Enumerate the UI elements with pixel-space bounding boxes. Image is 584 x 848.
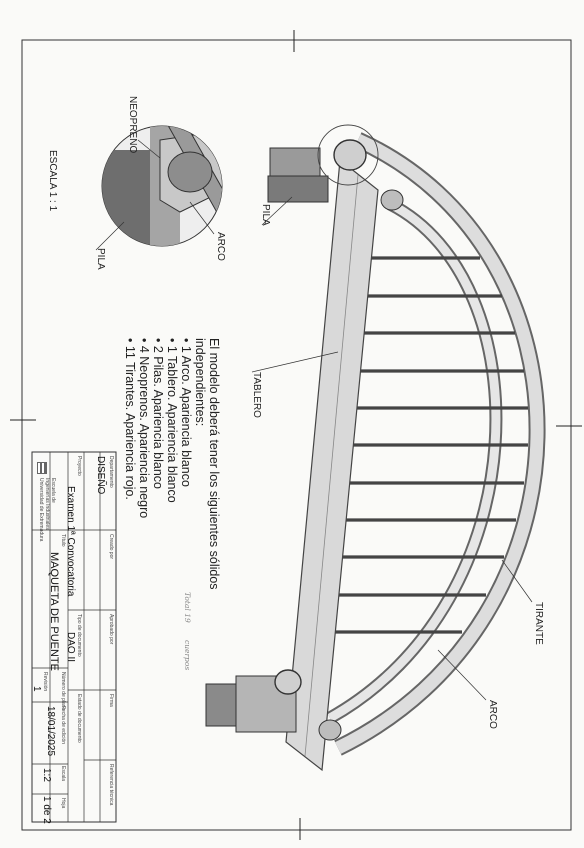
hoja-label: Hoja bbox=[60, 798, 66, 809]
sheet-border bbox=[21, 39, 572, 831]
notes-intro-2: independientes: bbox=[193, 338, 207, 427]
handwritten-note-1: Total 19 bbox=[183, 592, 192, 623]
tirantes bbox=[313, 256, 528, 634]
detail-view bbox=[95, 125, 223, 251]
tipo-documento-value: DAO II bbox=[65, 632, 76, 663]
logo-text-2: Ingenierías Industriales bbox=[44, 478, 50, 530]
numero-dibujo-label: Número de plano bbox=[60, 672, 66, 711]
label-arco: ARCO bbox=[487, 700, 498, 729]
creado-por-label: Creado por bbox=[108, 534, 114, 560]
firma-label: Firma bbox=[108, 694, 114, 707]
pila-bottom bbox=[205, 669, 342, 741]
label-pila: PILA bbox=[260, 204, 271, 226]
notes-item: • 1 Arco. Apariencia blanco bbox=[179, 338, 193, 487]
title-block bbox=[31, 451, 117, 823]
revision-label: Revisión bbox=[42, 672, 48, 692]
notes-item: • 11 Tirantes. Apariencia rojo. bbox=[123, 338, 137, 500]
label-neopreno: NEOPRENO bbox=[127, 96, 138, 154]
tipo-documento-label: Tipo de documento bbox=[76, 614, 82, 657]
hoja-value: 1 de 2 bbox=[41, 796, 52, 824]
notes-intro-1: El modelo deberá tener los siguientes só… bbox=[207, 338, 221, 590]
pila-top bbox=[267, 124, 404, 211]
label-tirante: TIRANTE bbox=[533, 602, 544, 645]
uex-logo-icon bbox=[37, 462, 47, 474]
label-pila-detail: PILA bbox=[95, 248, 106, 270]
fecha-value: 18/01/2025 bbox=[45, 706, 56, 757]
escala-label: Escala bbox=[60, 766, 66, 782]
proyecto-value: Examen 1ª Convocatoria bbox=[65, 486, 76, 597]
fecha-label: Fecha de edición bbox=[60, 706, 66, 745]
escala-value: 1:2 bbox=[41, 768, 52, 782]
label-tablero: TABLERO bbox=[251, 372, 262, 418]
titulo-label: Título bbox=[60, 534, 66, 547]
estado-label: Estado de documento bbox=[76, 694, 82, 743]
logo-text-3: Universidad de Extremadura bbox=[38, 478, 44, 542]
departamento-value: DISEÑO bbox=[95, 456, 106, 495]
bridge-view bbox=[205, 124, 546, 772]
notes-item: • 4 Neoprenos. Apariencia negro bbox=[137, 338, 151, 519]
referencia-label: Referencia técnica bbox=[108, 764, 114, 806]
notes-item: • 1 Tablero. Apariencia blanco bbox=[165, 338, 179, 503]
proyecto-label: Proyecto bbox=[76, 456, 82, 476]
notes-item: • 2 Pilas. Apariencia blanco bbox=[151, 338, 165, 490]
departamento-label: Departamento bbox=[108, 456, 114, 488]
registration-marks bbox=[10, 30, 582, 840]
scale-label: ESCALA 1 : 1 bbox=[47, 150, 58, 212]
aprobado-por-label: Aprobado por bbox=[108, 614, 114, 645]
label-arco-detail: ARCO bbox=[215, 232, 226, 261]
logo-text-1: Escuela de bbox=[50, 478, 56, 503]
titulo-value: MAQUETA DE PUENTE bbox=[48, 552, 60, 671]
handwritten-note-2: cuerpos bbox=[183, 640, 192, 671]
revision-value: 1 bbox=[31, 686, 42, 692]
